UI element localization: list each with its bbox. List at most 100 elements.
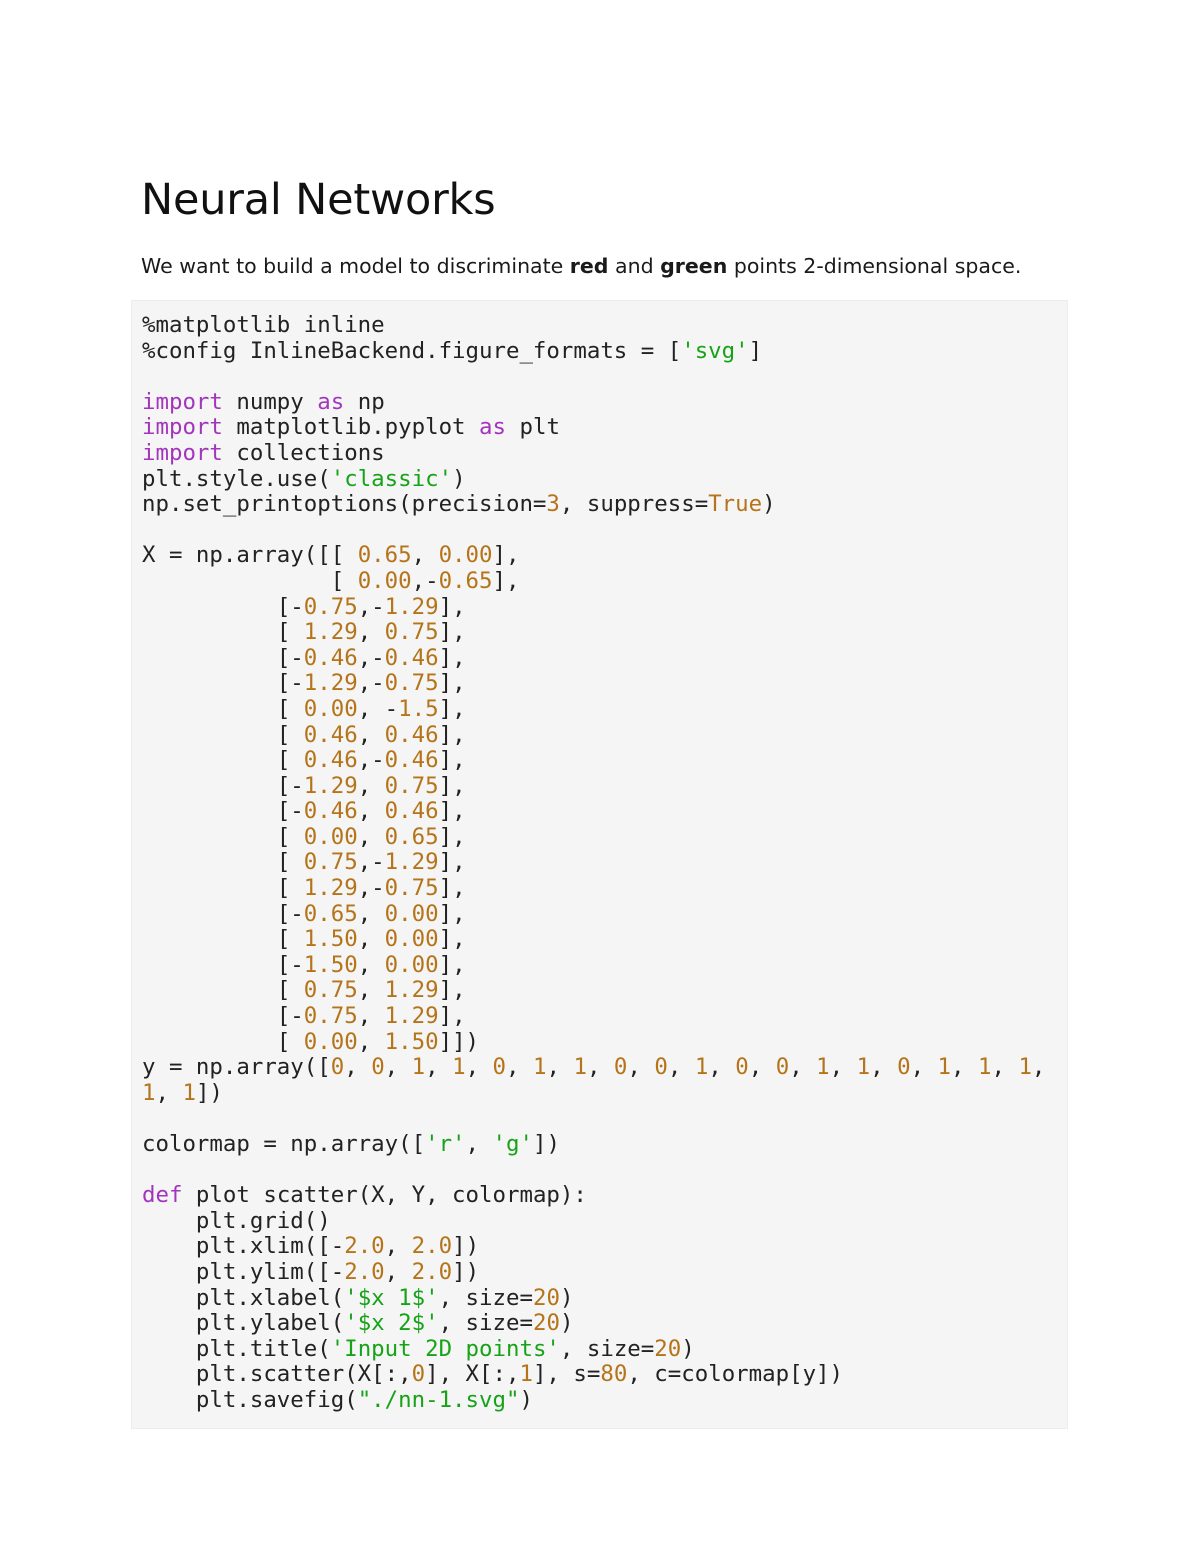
code-token: , size=: [559, 1335, 655, 1362]
code-token: [: [142, 1028, 304, 1055]
code-token: 0: [330, 1054, 345, 1081]
code-token: ,: [667, 1054, 695, 1081]
code-token: plt.xlabel(: [142, 1284, 345, 1311]
code-token: 1: [411, 1054, 426, 1081]
code-token: numpy: [222, 388, 318, 415]
code-token: 0.00: [438, 542, 493, 569]
code-token: [-: [142, 644, 304, 671]
code-token: import: [142, 439, 223, 466]
code-token: ,-: [357, 644, 385, 671]
code-token: 0.00: [384, 926, 439, 953]
code-token: [: [142, 695, 304, 722]
page-title: Neural Networks: [141, 175, 496, 225]
code-token: 1.29: [384, 593, 439, 620]
code-token: 1: [977, 1054, 992, 1081]
code-token: ],: [438, 977, 466, 1004]
code-token: ,-: [357, 747, 385, 774]
intro-paragraph: We want to build a model to discriminate…: [141, 252, 1071, 282]
code-token: ): [559, 1284, 574, 1311]
code-token: 0.46: [384, 798, 439, 825]
code-token: 0: [735, 1054, 749, 1081]
intro-text-after: points 2-dimensional space.: [727, 254, 1022, 279]
code-token: 0.75: [384, 772, 439, 799]
code-token: ,: [789, 1054, 817, 1081]
code-token: 0.46: [303, 747, 358, 774]
code-token: 0.00: [384, 900, 439, 927]
code-token: 1: [519, 1361, 533, 1388]
code-token: 1.50: [303, 926, 358, 953]
code-token: 0.75: [303, 849, 358, 876]
code-token: ],: [438, 772, 466, 799]
code-token: 0.75: [303, 977, 358, 1004]
code-token: ],: [438, 619, 466, 646]
code-token: 2.0: [411, 1233, 453, 1260]
intro-text-before: We want to build a model to discriminate: [141, 254, 570, 279]
code-token: as: [317, 388, 345, 415]
code-token: ],: [438, 849, 466, 876]
code-token: 1.29: [384, 977, 439, 1004]
code-token: y = np.array([: [142, 1054, 331, 1081]
code-token: ],: [492, 567, 520, 594]
code-token: 20: [654, 1335, 682, 1362]
code-token: ,-: [357, 875, 385, 902]
code-token: ],: [438, 670, 466, 697]
code-token: [-: [142, 593, 304, 620]
code-token: 1.29: [384, 1003, 439, 1030]
code-token: 0.65: [303, 900, 358, 927]
code-token: 0.75: [384, 619, 439, 646]
code-token: 1.29: [303, 875, 358, 902]
code-block[interactable]: %matplotlib inline %config InlineBackend…: [131, 300, 1068, 1429]
code-source[interactable]: %matplotlib inline %config InlineBackend…: [142, 312, 1067, 1414]
code-token: plt.scatter(X[:,: [142, 1361, 412, 1388]
code-token: X = np.array([[: [142, 542, 358, 569]
code-token: ,-: [357, 593, 385, 620]
code-token: 2.0: [344, 1233, 385, 1260]
code-token: ,: [991, 1054, 1019, 1081]
code-token: 'r': [425, 1131, 466, 1157]
intro-bold-red: red: [569, 254, 609, 279]
code-token: ]): [452, 1258, 480, 1285]
code-token: 0.75: [384, 670, 439, 697]
code-token: ,: [384, 1258, 412, 1285]
code-token: [: [142, 926, 304, 953]
code-token: plot scatter(X, Y, colormap):: [182, 1182, 587, 1209]
code-token: [-: [142, 670, 304, 697]
code-token: ,: [1031, 1054, 1059, 1081]
code-token: 0.46: [303, 798, 358, 825]
code-token: '$x 1$': [344, 1284, 439, 1311]
code-token: import: [142, 388, 223, 415]
code-token: ],: [438, 644, 466, 671]
intro-text-middle: and: [608, 254, 661, 279]
code-token: 1: [533, 1054, 547, 1081]
code-token: ,: [506, 1054, 533, 1081]
code-token: [: [142, 747, 304, 774]
code-token: ,: [465, 1131, 493, 1157]
code-token: 1.29: [303, 772, 358, 799]
code-token: ,: [384, 1233, 412, 1260]
code-token: 2.0: [411, 1258, 453, 1285]
code-token: '$x 2$': [344, 1310, 439, 1337]
code-token: ],: [438, 747, 466, 774]
code-token: 0.75: [303, 593, 358, 620]
code-token: 0.75: [384, 875, 439, 902]
code-token: ],: [438, 593, 466, 620]
code-token: plt.xlim([-: [142, 1233, 345, 1260]
code-token: plt: [506, 414, 560, 441]
code-token: , c=colormap[y]): [627, 1361, 844, 1388]
code-token: 0.46: [303, 721, 358, 748]
code-token: np.set_printoptions(precision=: [142, 491, 547, 518]
code-token: ,: [357, 798, 385, 825]
code-token: 20: [532, 1284, 560, 1311]
code-token: [: [142, 849, 304, 876]
code-token: 1: [937, 1054, 952, 1081]
code-token: , suppress=: [559, 491, 709, 518]
code-token: 1: [182, 1079, 196, 1106]
code-token: 0: [492, 1054, 507, 1081]
code-token: 2.0: [344, 1258, 385, 1285]
code-token: ,: [357, 721, 385, 748]
code-token: ,: [465, 1054, 493, 1081]
code-token: 1: [816, 1054, 830, 1081]
code-token: [: [142, 977, 304, 1004]
code-token: 1.50: [384, 1028, 439, 1055]
